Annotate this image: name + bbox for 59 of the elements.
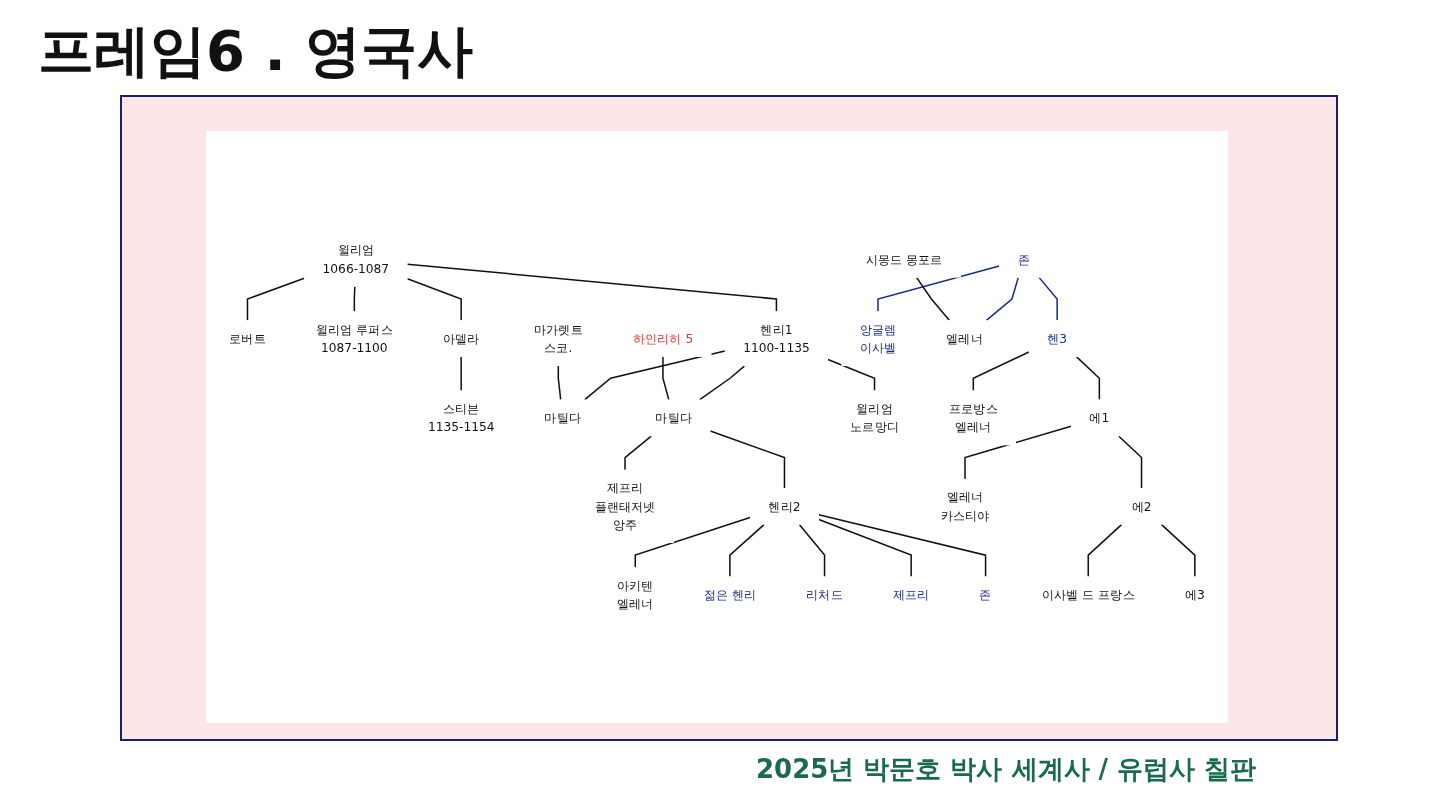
node-text: 제프리	[892, 587, 930, 603]
node-text: 존	[979, 587, 992, 603]
connector	[729, 523, 765, 578]
node-text: 로버트	[229, 331, 266, 346]
node-text: 엘레너 카스티야	[940, 489, 990, 523]
node-text: 윌리엄 1066-1087	[322, 242, 390, 276]
node-text: 리처드	[806, 587, 843, 603]
connector	[662, 356, 670, 401]
connector	[985, 276, 1019, 321]
caption: 2025년 박문호 박사 세계사 / 유럽사 칠판	[756, 753, 1257, 786]
node-text: 헨3	[1047, 331, 1068, 346]
connector	[972, 351, 1030, 392]
node-text: 시몽드 몽포르	[865, 251, 943, 267]
connector	[246, 277, 306, 321]
connector	[709, 430, 786, 489]
connector	[584, 350, 726, 401]
connector	[798, 523, 826, 578]
connector	[818, 518, 912, 578]
node-text: 엘레너	[946, 331, 983, 346]
node-text: 존	[1017, 251, 1030, 267]
node-text: 이사벨 드 프랑스	[1041, 587, 1135, 603]
connector	[698, 365, 746, 401]
connector	[915, 276, 951, 321]
connector	[1075, 356, 1101, 401]
connector	[1038, 276, 1058, 321]
connector	[1087, 523, 1123, 578]
connector	[406, 277, 462, 321]
node-text: 아키텐 엘레너	[616, 578, 654, 612]
node-text: 제프리 플랜태저넷 앙주	[594, 480, 656, 532]
node-text: 앙굴렘 이사벨	[859, 322, 897, 356]
connector	[964, 425, 1072, 480]
node-text: 에3	[1184, 587, 1205, 603]
connector	[827, 358, 876, 392]
node-text: 윌리엄 노르망디	[850, 401, 899, 435]
node-text: 에2	[1131, 498, 1152, 514]
connector	[557, 365, 562, 401]
node-text: 헨리1 1100-1135	[743, 322, 810, 356]
node-text: 스티븐 1135-1154	[427, 401, 495, 435]
node-text: 하인리히 5	[632, 331, 694, 346]
connector	[877, 265, 1001, 312]
connector	[624, 435, 652, 471]
node-text: 헨리2	[768, 498, 801, 514]
node-text: 에1	[1089, 410, 1110, 426]
node-text: 마가렛트 스코.	[533, 322, 583, 356]
node-text: 마틸다	[544, 410, 582, 426]
node-text: 프로방스 엘레너	[948, 401, 998, 435]
connector	[818, 513, 987, 578]
connector	[634, 516, 751, 569]
connector	[406, 263, 778, 312]
connector	[460, 356, 462, 392]
node-text: 윌리엄 루퍼스 1087-1100	[315, 322, 393, 356]
connector	[353, 285, 356, 312]
node-text: 아델라	[442, 331, 480, 346]
connector	[1118, 435, 1143, 489]
page-title: 프레임6 . 영국사	[38, 17, 474, 85]
node-text: 마틸다	[655, 410, 693, 426]
whiteboard: 윌리엄 1066-1087 시몽드 몽포르 존 윌리엄 루퍼스 1087-1100 마가렛트 스코. 헨리1 1100-1135 앙굴렘 이사벨 로버트 아델라 하인리히 5 엘레너 헨3 스티븐 1135-1154 마틸다 마틸다 윌리엄 노르망디 프로방스 엘레너 에1 제프리 플랜태저넷 앙주 엘레너 카스티야 헨리2 에2 아키텐 엘레너 젊은 헨리 리처드 제프리 존 이사벨 드 프랑스 에3	[206, 131, 1228, 723]
node-text: 젊은 헨리	[703, 587, 757, 603]
connector	[1160, 523, 1196, 578]
